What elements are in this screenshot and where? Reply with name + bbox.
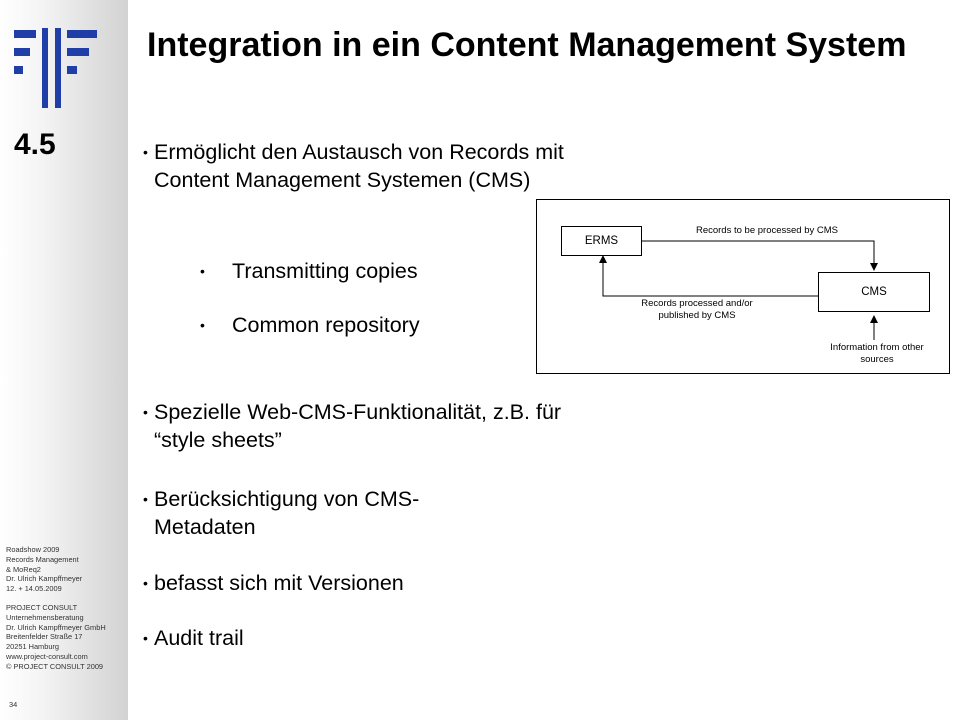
footer-line: & MoReq2: [6, 564, 41, 574]
bullet-dot: •: [143, 404, 148, 420]
label-records-to-cms: Records to be processed by CMS: [695, 225, 839, 236]
bullet-dot: •: [200, 317, 205, 333]
bullet-text: Common repository: [232, 313, 420, 337]
footer-line: www.project-consult.com: [6, 651, 88, 661]
bullet-item: • Berücksichtigung von CMS-Metadaten: [143, 485, 503, 541]
sidebar: 4.5 Roadshow 2009 Records Management & M…: [0, 0, 128, 720]
erms-box: ERMS: [561, 226, 642, 256]
bullet-text: Transmitting copies: [232, 259, 418, 283]
erms-cms-diagram: ERMS CMS Records to be processed by CMS …: [536, 199, 950, 374]
footer-line: Breitenfelder Straße 17: [6, 632, 83, 642]
arrow-erms-to-cms: [642, 240, 878, 271]
bullet-dot: •: [143, 491, 148, 507]
bullet-dot: •: [143, 144, 148, 160]
label-records-processed: Records processed and/or published by CM…: [641, 298, 753, 321]
footer-line: Records Management: [6, 554, 79, 564]
bullet-item: • Audit trail: [143, 624, 443, 652]
page-number: 34: [9, 700, 18, 709]
sub-bullet-item: • Transmitting copies: [200, 257, 520, 285]
bullet-dot: •: [143, 575, 148, 591]
footer-line: Dr. Ulrich Kampffmeyer: [6, 574, 83, 584]
footer-line: Dr. Ulrich Kampffmeyer GmbH: [6, 622, 106, 632]
bullet-text: Spezielle Web-CMS-Funktionalität, z.B. f…: [154, 400, 562, 452]
footer-line: © PROJECT CONSULT 2009: [6, 661, 104, 671]
bullet-item: • Ermöglicht den Austausch von Records m…: [143, 138, 583, 194]
bullet-text: Ermöglicht den Austausch von Records mit…: [154, 140, 564, 192]
bullet-text: befasst sich mit Versionen: [154, 571, 404, 595]
diagram-arrows: [599, 240, 878, 340]
label-other-sources: Information from other sources: [830, 342, 924, 365]
footer-line: Unternehmensberatung: [6, 612, 84, 622]
bullet-text: Audit trail: [154, 626, 244, 650]
footer-info: Roadshow 2009 Records Management & MoReq…: [6, 545, 124, 672]
footer-line: Roadshow 2009: [6, 545, 60, 554]
footer-line: 20251 Hamburg: [6, 642, 60, 652]
sub-bullet-item: • Common repository: [200, 311, 520, 339]
footer-line: 12. + 14.05.2009: [6, 584, 62, 594]
project-consult-logo: [14, 28, 97, 108]
arrow-cms-to-erms: [599, 255, 818, 297]
bullet-dot: •: [200, 263, 205, 279]
cms-box: CMS: [818, 272, 930, 312]
section-number: 4.5: [14, 128, 56, 161]
bullet-item: • befasst sich mit Versionen: [143, 569, 543, 597]
footer-line: PROJECT CONSULT: [6, 602, 78, 612]
bullet-item: • Spezielle Web-CMS-Funktionalität, z.B.…: [143, 398, 593, 454]
slide-title: Integration in ein Content Management Sy…: [147, 26, 907, 64]
bullet-dot: •: [143, 630, 148, 646]
bullet-text: Berücksichtigung von CMS-Metadaten: [154, 487, 420, 539]
